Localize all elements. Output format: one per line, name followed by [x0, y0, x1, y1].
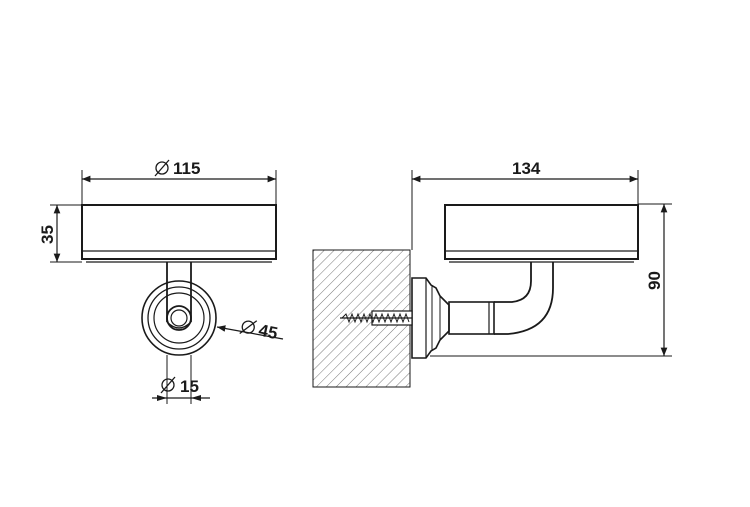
front-width-label: 115: [154, 159, 200, 178]
rosette-diameter-value: 45: [257, 321, 279, 344]
arm-diameter-label: 15: [160, 376, 199, 396]
side-depth-value: 134: [512, 159, 541, 178]
front-view: 115 35 45: [38, 159, 284, 404]
arm-side: [494, 262, 532, 303]
rosette-front: [141, 280, 217, 356]
arm-diameter-value: 15: [180, 377, 199, 396]
front-height-value: 35: [38, 225, 57, 244]
wall-screw: [340, 310, 413, 326]
rosette-side: [411, 277, 450, 359]
front-width-value: 115: [173, 159, 200, 178]
side-height-value: 90: [645, 271, 664, 290]
side-view: 134 90: [312, 159, 672, 388]
rosette-diameter-label: 45: [239, 320, 279, 344]
